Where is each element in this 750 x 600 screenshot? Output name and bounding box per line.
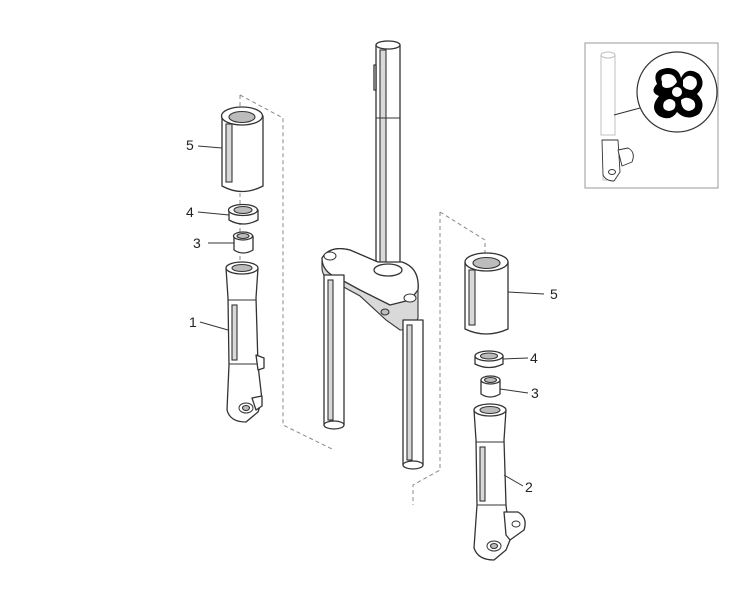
left-ring-4 xyxy=(227,203,259,225)
callout-left-bush-3: 3 xyxy=(193,235,201,251)
assembly-dashed-lines xyxy=(239,94,486,505)
right-sleeve-5 xyxy=(464,252,509,335)
callout-left-ring-4: 4 xyxy=(186,204,194,220)
leader-lines xyxy=(197,145,545,487)
callout-right-sleeve-5: 5 xyxy=(550,286,558,302)
grease-lubricant-icon xyxy=(653,68,703,119)
callout-right-bush-3: 3 xyxy=(531,385,539,401)
right-fork-leg-2 xyxy=(473,403,526,561)
left-fork-leg-1 xyxy=(225,261,265,423)
right-bush-3 xyxy=(480,375,501,398)
left-sleeve-5 xyxy=(220,106,264,193)
callout-right-ring-4: 4 xyxy=(530,350,538,366)
inset-fork-sketch xyxy=(600,51,641,182)
left-bush-3 xyxy=(232,231,254,254)
callout-right-leg-2: 2 xyxy=(525,479,533,495)
lubrication-inset xyxy=(584,42,719,189)
callout-left-leg-1: 1 xyxy=(189,314,197,330)
callout-left-sleeve-5: 5 xyxy=(186,137,194,153)
steering-stem xyxy=(321,40,424,470)
right-ring-4 xyxy=(474,350,504,369)
